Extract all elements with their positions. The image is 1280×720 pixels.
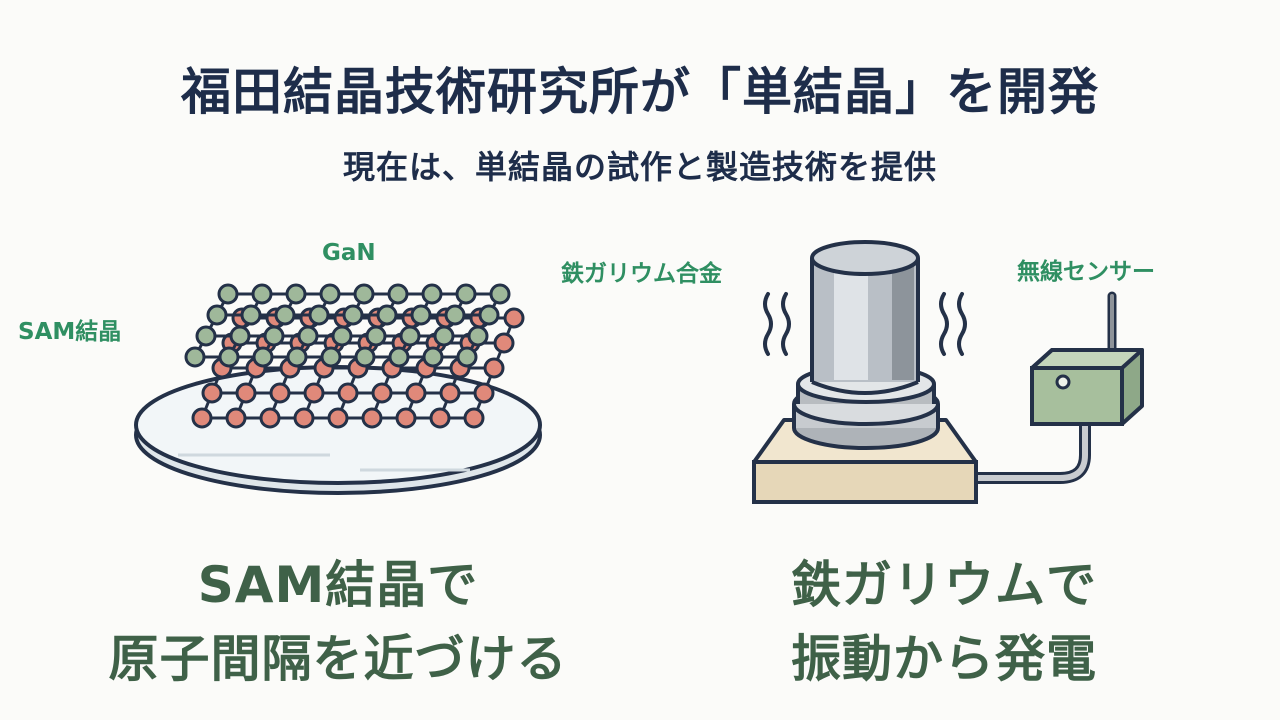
gan-layer-atom <box>319 283 341 305</box>
mounting-discs <box>792 364 940 450</box>
sam-layer-atom <box>405 382 427 404</box>
sam-layer-atom <box>293 407 315 429</box>
gan-layer-atom <box>456 346 478 368</box>
gan-layer-atom <box>388 346 410 368</box>
right-caption: 鉄ガリウムで 振動から発電 <box>664 548 1224 696</box>
gan-layer-atom <box>410 304 432 326</box>
gan-layer-atom <box>274 304 296 326</box>
sam-layer-atom <box>429 407 451 429</box>
sam-layer-atom <box>191 407 213 429</box>
gan-layer-atom <box>455 283 477 305</box>
gan-layer-atom <box>320 346 342 368</box>
sam-layer-atom <box>463 407 485 429</box>
sam-layer-atom <box>235 382 257 404</box>
gan-layer-atom <box>229 325 251 347</box>
sam-layer-atom <box>337 382 359 404</box>
gan-layer-atom <box>353 283 375 305</box>
gan-layer-atom <box>286 346 308 368</box>
gan-layer-atom <box>217 283 239 305</box>
page-title: 福田結晶技術研究所が「単結晶」を開発 <box>181 63 1099 121</box>
right-caption-line2: 振動から発電 <box>791 630 1097 688</box>
sam-layer-atom <box>473 382 495 404</box>
sam-layer-atom <box>395 407 417 429</box>
gan-layer-atom <box>467 325 489 347</box>
wireless-sensor-icon <box>1030 291 1144 426</box>
label-gan: GaN <box>322 240 376 266</box>
gan-layer-atom <box>331 325 353 347</box>
label-iron-gallium-alloy: 鉄ガリウム合金 <box>561 261 722 287</box>
gan-layer-atom <box>421 283 443 305</box>
gan-layer-atom <box>184 346 206 368</box>
sam-layer-atom <box>327 407 349 429</box>
sam-layer-atom <box>439 382 461 404</box>
label-wireless-sensor: 無線センサー <box>1017 259 1155 285</box>
gan-layer-atom <box>365 325 387 347</box>
gan-layer-atom <box>354 346 376 368</box>
sam-layer-atom <box>269 382 291 404</box>
gan-layer-atom <box>252 346 274 368</box>
gan-layer-atom <box>444 304 466 326</box>
sam-layer-atom <box>371 382 393 404</box>
sam-layer-atom <box>361 407 383 429</box>
page-subtitle: 現在は、単結晶の試作と製造技術を提供 <box>342 148 937 186</box>
gan-layer-atom <box>218 346 240 368</box>
sam-layer-atom <box>493 332 515 354</box>
gan-layer-atom <box>285 283 307 305</box>
gan-layer-atom <box>387 283 409 305</box>
sam-layer-atom <box>483 357 505 379</box>
gan-layer-atom <box>478 304 500 326</box>
left-caption: SAM結晶で 原子間隔を近づける <box>58 548 618 696</box>
sam-layer-atom <box>201 382 223 404</box>
gan-layer-atom <box>433 325 455 347</box>
gan-layer-atom <box>308 304 330 326</box>
gan-layer-atom <box>342 304 364 326</box>
gan-layer-atom <box>399 325 421 347</box>
right-caption-line1: 鉄ガリウムで <box>791 556 1097 614</box>
gan-layer-atom <box>376 304 398 326</box>
gan-layer-atom <box>489 283 511 305</box>
sam-layer-atom <box>225 407 247 429</box>
gan-layer-atom <box>263 325 285 347</box>
sensor-cable <box>969 412 1091 484</box>
gan-layer-atom <box>422 346 444 368</box>
gan-layer-atom <box>240 304 262 326</box>
iron-gallium-cylinder <box>810 240 920 395</box>
left-caption-line1: SAM結晶で <box>197 556 479 614</box>
gan-layer-atom <box>206 304 228 326</box>
sam-layer-atom <box>503 307 525 329</box>
crystal-lattice <box>184 283 525 429</box>
left-caption-line2: 原子間隔を近づける <box>108 630 568 688</box>
sam-layer-atom <box>259 407 281 429</box>
gan-layer-atom <box>297 325 319 347</box>
sam-layer-atom <box>303 382 325 404</box>
gan-layer-atoms <box>184 283 511 368</box>
gan-layer-atom <box>251 283 273 305</box>
label-sam-crystal: SAM結晶 <box>18 319 122 345</box>
gan-layer-atom <box>195 325 217 347</box>
vibration-left-icon <box>763 292 791 356</box>
vibration-right-icon <box>939 292 967 356</box>
